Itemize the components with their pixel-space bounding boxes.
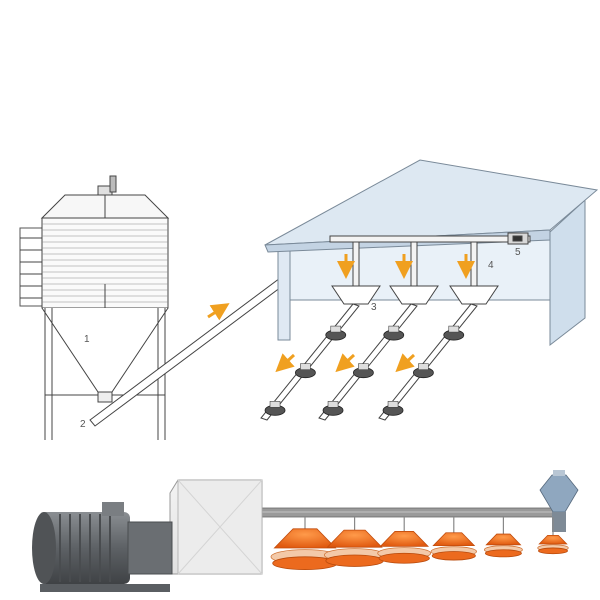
- flow-arrow-icon: [395, 353, 416, 373]
- flow-arrow-icon: [207, 303, 230, 321]
- drop-tube: [470, 241, 478, 287]
- gearbox-housing: [169, 479, 263, 575]
- drop-tube: [352, 241, 360, 287]
- silo-label: 1: [84, 334, 90, 345]
- poultry-house: [264, 159, 599, 347]
- feeder-lines: [260, 303, 478, 421]
- line-hopper: [449, 285, 499, 305]
- distribution-pipe: [329, 232, 531, 245]
- pan-drop: [269, 401, 281, 408]
- motor: [32, 502, 173, 592]
- orange-feeder-pan: [377, 517, 432, 564]
- auger-inlet-label: 2: [80, 419, 86, 430]
- orange-feeder-pan: [323, 517, 386, 567]
- orange-feeder-pan: [270, 517, 340, 570]
- drop-valve-label: 4: [488, 260, 494, 271]
- drop-tubes: [331, 241, 499, 305]
- pan-drop: [388, 325, 400, 333]
- line-hopper: [389, 285, 439, 305]
- feeder-pans: [270, 517, 569, 570]
- flow-arrow-icon: [275, 353, 296, 373]
- hopper-label: 3: [371, 302, 377, 313]
- pan-drop: [330, 325, 342, 333]
- drop-tube: [410, 241, 418, 287]
- pan-drop: [300, 363, 311, 371]
- end-hopper: [539, 470, 579, 532]
- sensor-label: 5: [515, 247, 521, 258]
- pan-drop: [418, 363, 429, 371]
- pan-drop: [448, 325, 460, 333]
- flow-arrows: [207, 254, 475, 373]
- orange-feeder-pan: [430, 517, 477, 561]
- pan-drop: [387, 401, 399, 408]
- feed-line-photo: [32, 470, 579, 592]
- silo: [19, 175, 170, 440]
- orange-feeder-pan: [483, 517, 523, 558]
- line-hopper: [331, 285, 381, 305]
- pan-drop: [358, 363, 369, 371]
- flow-arrow-icon: [335, 353, 356, 373]
- orange-feeder-pan: [537, 517, 569, 555]
- pan-drop: [327, 401, 339, 408]
